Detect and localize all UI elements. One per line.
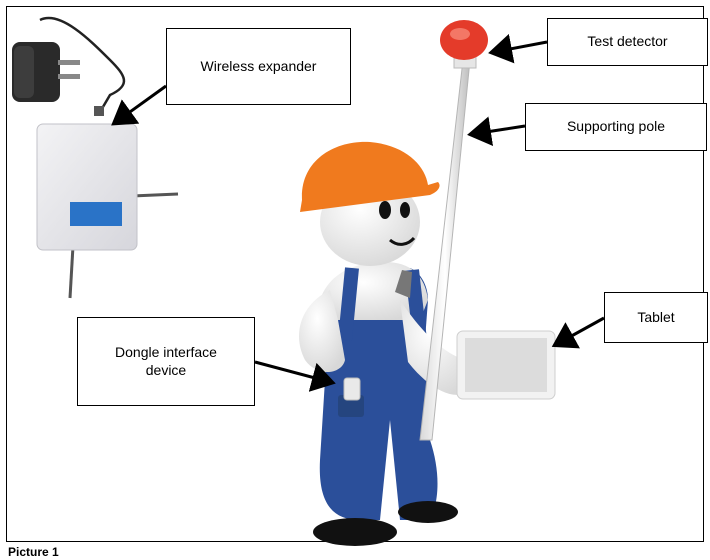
label-supporting-pole: Supporting pole [525,103,707,151]
wireless-expander [36,123,179,299]
label-test-detector-text: Test detector [587,33,668,50]
label-dongle-text: Dongle interface device [115,344,217,379]
label-wireless-expander-text: Wireless expander [200,57,317,74]
test-detector [440,20,488,69]
label-dongle-interface-device: Dongle interface device [77,317,255,406]
power-adapter [12,16,126,116]
arrow-supporting-pole [467,116,526,147]
tablet [456,330,556,400]
arrow-test-detector [488,33,548,64]
worker-figure [298,141,475,546]
label-test-detector: Test detector [547,18,708,66]
label-tablet-text: Tablet [637,308,675,325]
arrow-dongle [254,360,336,392]
label-dongle-line2: device [145,361,187,378]
callout-arrows [111,33,605,392]
label-supporting-pole-text: Supporting pole [566,118,666,135]
label-tablet: Tablet [604,292,708,343]
figure-caption: Picture 1 [8,545,59,559]
label-wireless-expander: Wireless expander [166,28,351,105]
arrow-wireless-expander [111,84,167,126]
label-dongle-line1: Dongle interface [115,344,217,360]
arrow-tablet [551,316,605,349]
